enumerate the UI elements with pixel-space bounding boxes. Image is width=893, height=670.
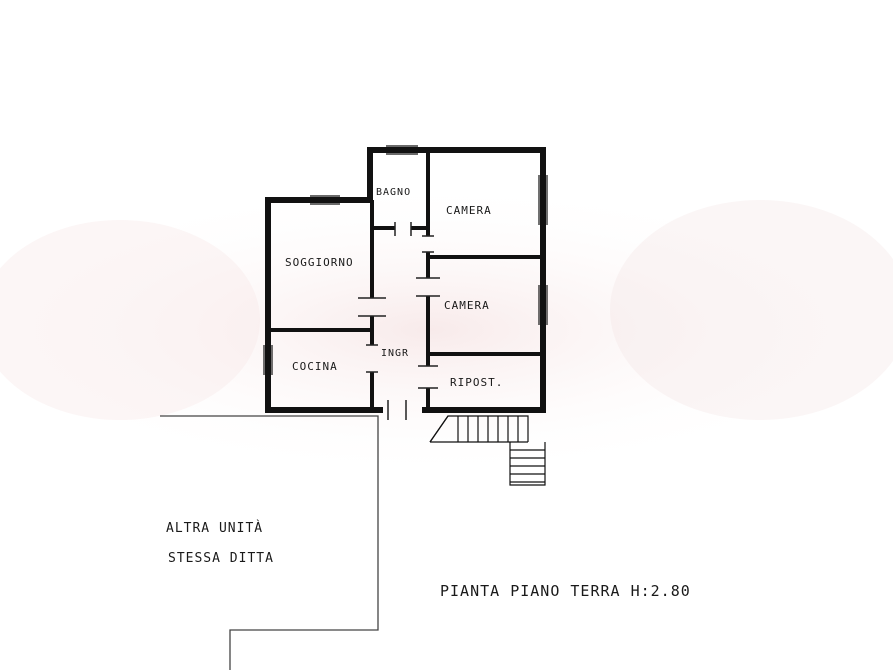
note-stessa-ditta: STESSA DITTA [168, 551, 274, 566]
note-altra-unita: ALTRA UNITÀ [166, 520, 263, 536]
room-label-cucina: COCINA [292, 360, 338, 373]
exterior-walls [265, 147, 546, 413]
windows [263, 145, 548, 375]
entrance-stairs [429, 415, 546, 486]
plan-title: PIANTA PIANO TERRA H:2.80 [440, 582, 691, 600]
interior-walls [268, 150, 543, 410]
room-label-ripostiglio: RIPOST. [450, 376, 503, 389]
room-label-camera-lower: CAMERA [444, 299, 490, 312]
room-label-bagno: BAGNO [376, 187, 411, 198]
watermark-background [0, 180, 893, 480]
room-label-ingresso: INGR [381, 348, 409, 359]
room-label-camera-upper: CAMERA [446, 204, 492, 217]
adjacent-unit-outline [160, 415, 379, 670]
door-marks [358, 222, 440, 420]
room-label-soggiorno: SOGGIORNO [285, 256, 354, 269]
